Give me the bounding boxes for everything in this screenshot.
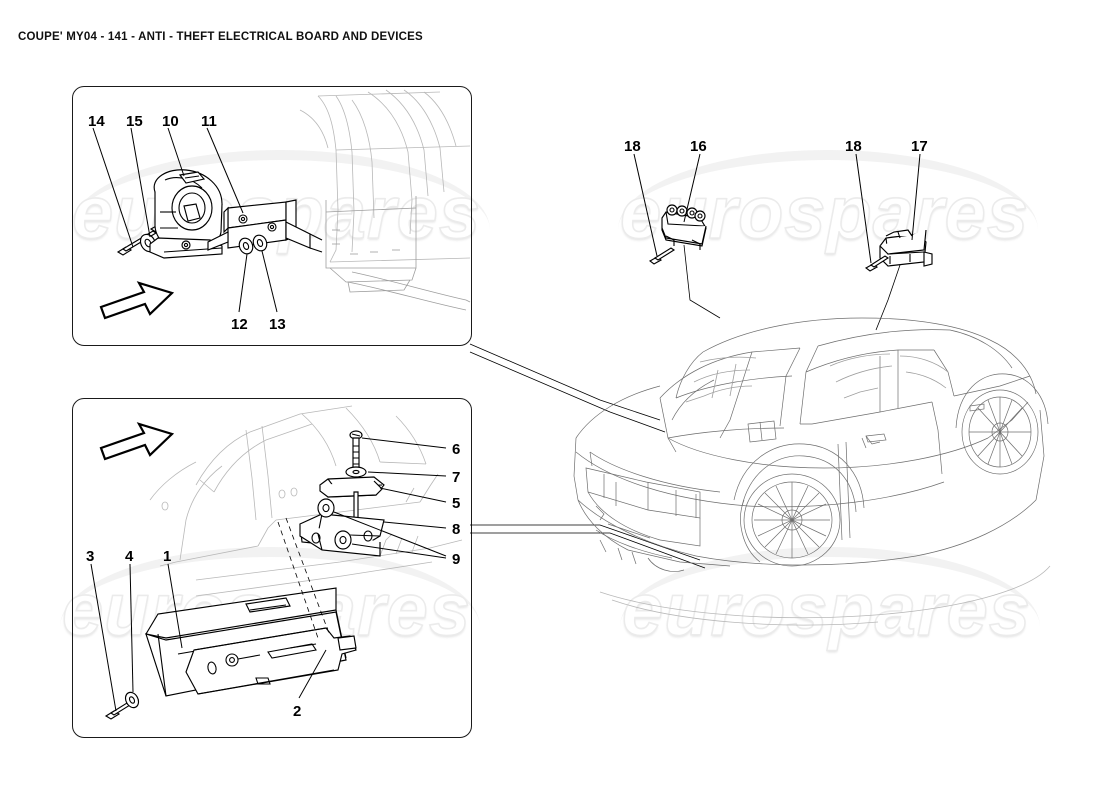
part-18-screw-right	[864, 255, 890, 272]
callout-17: 17	[911, 138, 928, 155]
callout-14: 14	[88, 113, 105, 130]
callout-16: 16	[690, 138, 707, 155]
callout-15: 15	[126, 113, 143, 130]
callout-10: 10	[162, 113, 179, 130]
detail-panel-upper-left	[72, 86, 472, 346]
callout-4: 4	[125, 548, 134, 565]
watermark-top-right: eurospares	[619, 170, 1029, 255]
watermark-bottom-right: eurospares	[621, 567, 1031, 652]
page-title: COUPE' MY04 - 141 - ANTI - THEFT ELECTRI…	[18, 31, 423, 43]
callout-11: 11	[201, 113, 217, 130]
callout-18-left: 18	[624, 138, 641, 155]
callout-12: 12	[231, 316, 248, 333]
callout-13: 13	[269, 316, 286, 333]
callout-2: 2	[293, 703, 302, 720]
callout-3: 3	[86, 548, 95, 565]
front-wheel	[961, 389, 1039, 475]
watermark-swoosh-top-right	[618, 150, 1038, 230]
detail-panel-lower-left	[72, 398, 472, 738]
callout-7: 7	[452, 469, 461, 486]
callout-1: 1	[163, 548, 172, 565]
callout-8: 8	[452, 521, 461, 538]
callout-6: 6	[452, 441, 461, 458]
watermark-swoosh-top-left	[70, 150, 490, 230]
callout-5: 5	[452, 495, 461, 512]
callout-18-right: 18	[845, 138, 862, 155]
panel-to-vehicle-leaders	[469, 343, 706, 569]
callout-9: 9	[452, 551, 461, 568]
